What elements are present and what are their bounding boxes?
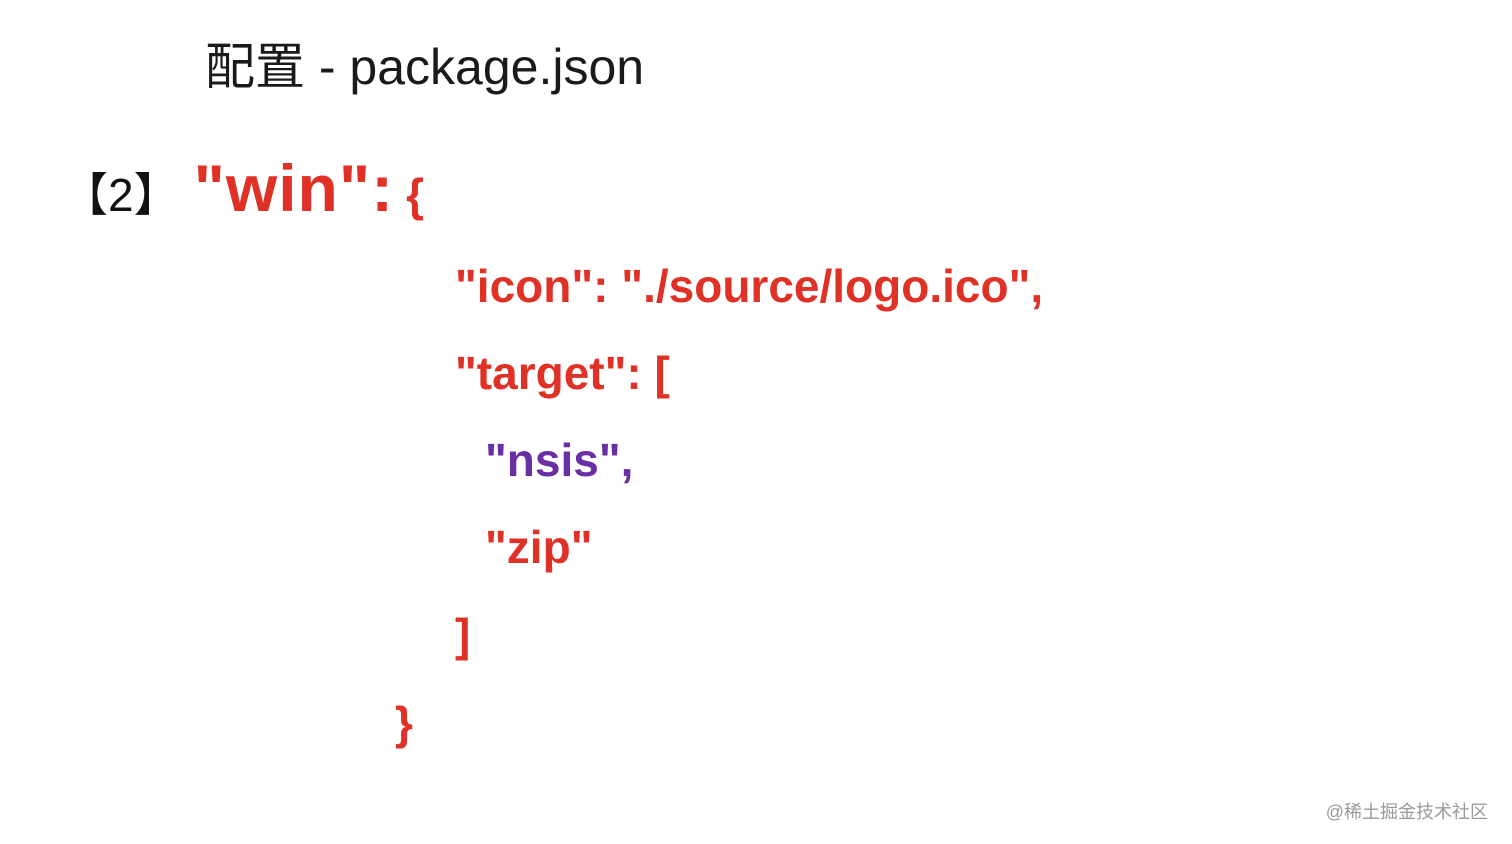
close-brace: } <box>395 697 413 749</box>
win-key: "win": <box>193 151 395 225</box>
step-heading: 【2】 "win": { <box>62 150 424 226</box>
target-line: "target": [ <box>455 347 670 399</box>
icon-line: "icon": "./source/logo.ico", <box>455 260 1044 312</box>
close-bracket: ] <box>455 609 471 661</box>
nsis-line: "nsis", <box>485 434 634 486</box>
open-brace: { <box>406 169 425 221</box>
watermark: @稀土掘金技术社区 <box>1325 802 1488 822</box>
zip-line: "zip" <box>485 521 593 573</box>
step-marker: 【2】 <box>62 169 180 221</box>
slide-title: 配置 - package.json <box>205 39 645 95</box>
